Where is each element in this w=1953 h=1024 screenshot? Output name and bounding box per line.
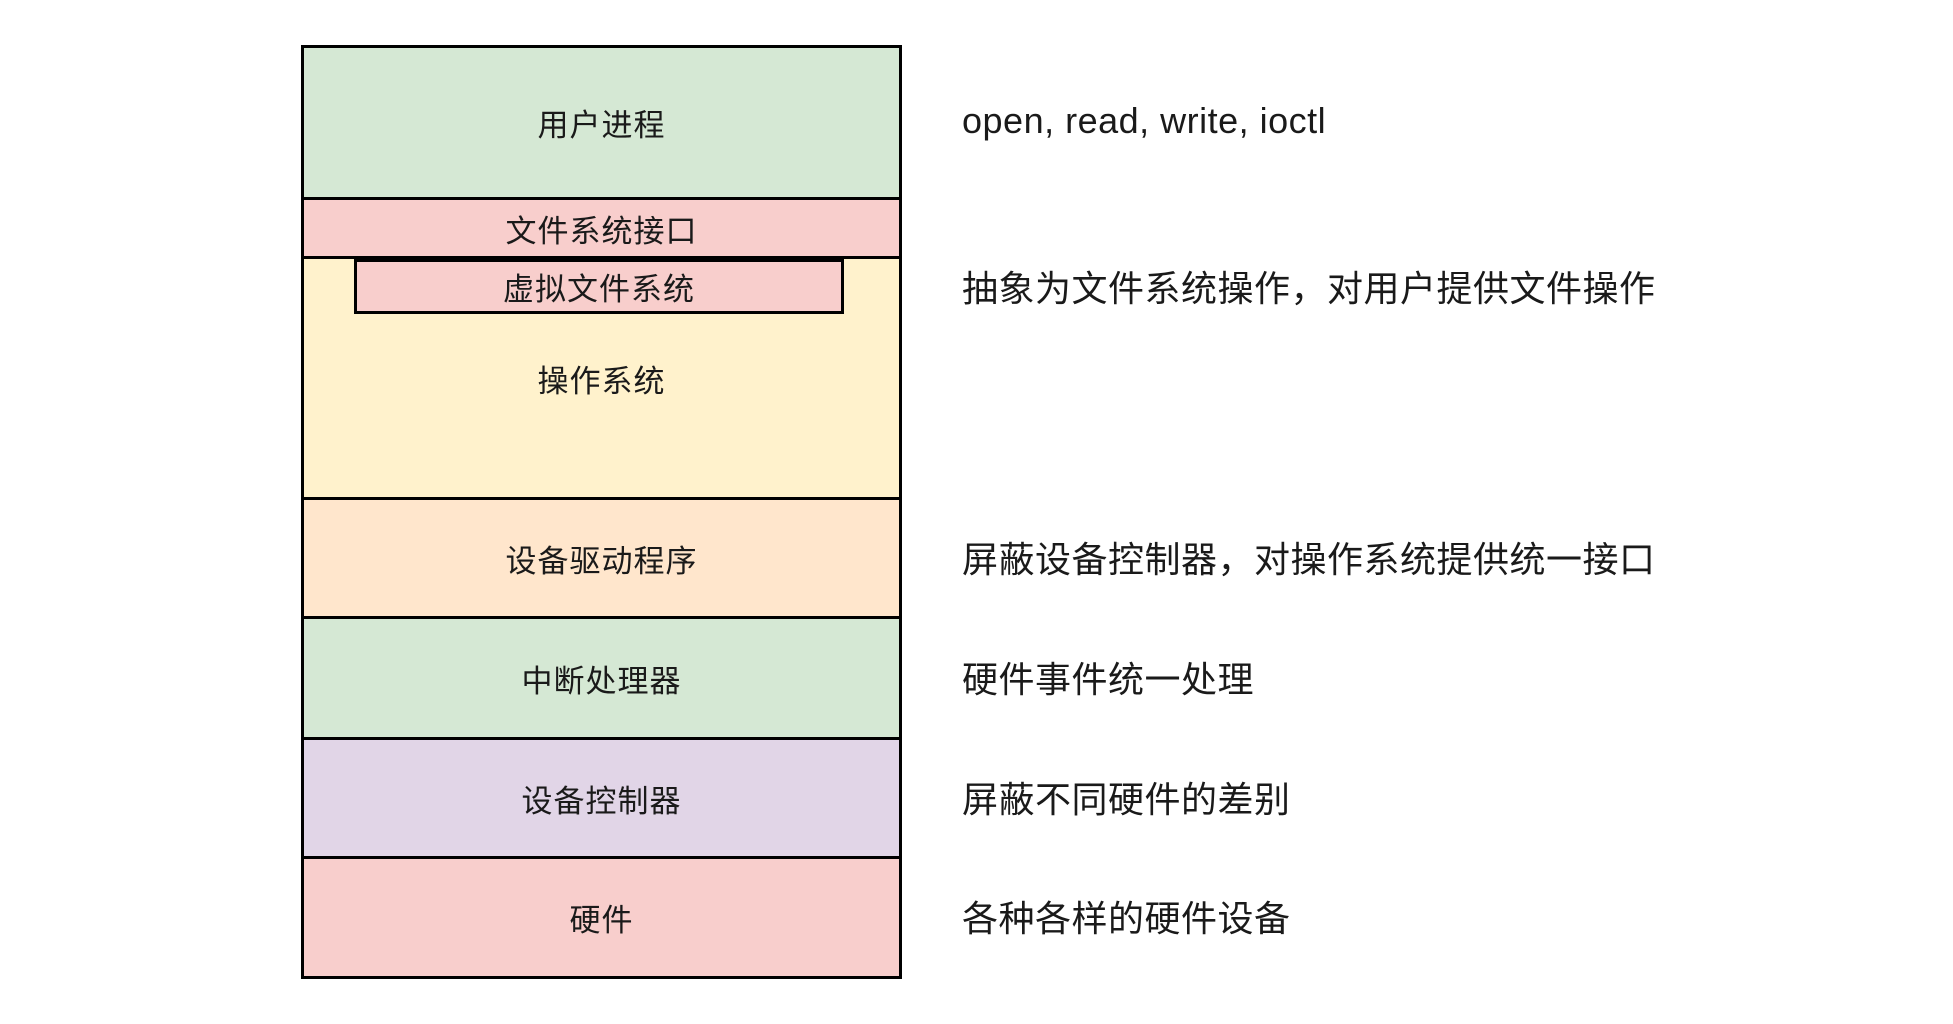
layer-operating-system: 虚拟文件系统 操作系统 <box>301 256 902 500</box>
annotation-hardware: 各种各样的硬件设备 <box>962 898 1291 939</box>
layer-label-hardware: 硬件 <box>569 903 634 938</box>
layer-hardware: 硬件 <box>301 856 902 979</box>
layer-label-operating-system: 操作系统 <box>537 363 666 399</box>
layer-label-device-controller: 设备控制器 <box>521 783 682 819</box>
layer-label-filesystem-interface: 文件系统接口 <box>505 213 698 249</box>
annotation-virtual-file-system: 抽象为文件系统操作，对用户提供文件操作 <box>962 268 1656 309</box>
layer-user-process: 用户进程 <box>301 45 902 200</box>
annotation-interrupt-handler: 硬件事件统一处理 <box>962 659 1255 700</box>
vfs-box: 虚拟文件系统 <box>354 259 844 314</box>
layer-label-interrupt-handler: 中断处理器 <box>521 663 682 699</box>
layer-device-driver: 设备驱动程序 <box>301 497 902 619</box>
layer-label-virtual-file-system: 虚拟文件系统 <box>503 272 695 307</box>
layer-filesystem-interface: 文件系统接口 <box>301 197 902 259</box>
annotation-device-driver: 屏蔽设备控制器，对操作系统提供统一接口 <box>962 539 1656 580</box>
layer-stack: 用户进程 文件系统接口 虚拟文件系统 操作系统 设备驱动程序 中断处理器 设备控… <box>301 45 902 979</box>
layer-device-controller: 设备控制器 <box>301 737 902 859</box>
annotation-user-process: open, read, write, ioctl <box>962 100 1327 141</box>
layer-label-user-process: 用户进程 <box>537 108 666 143</box>
os-label-wrap: 操作系统 <box>304 259 899 497</box>
annotation-device-controller: 屏蔽不同硬件的差别 <box>962 779 1291 820</box>
layer-interrupt-handler: 中断处理器 <box>301 616 902 740</box>
layer-label-device-driver: 设备驱动程序 <box>505 543 698 579</box>
